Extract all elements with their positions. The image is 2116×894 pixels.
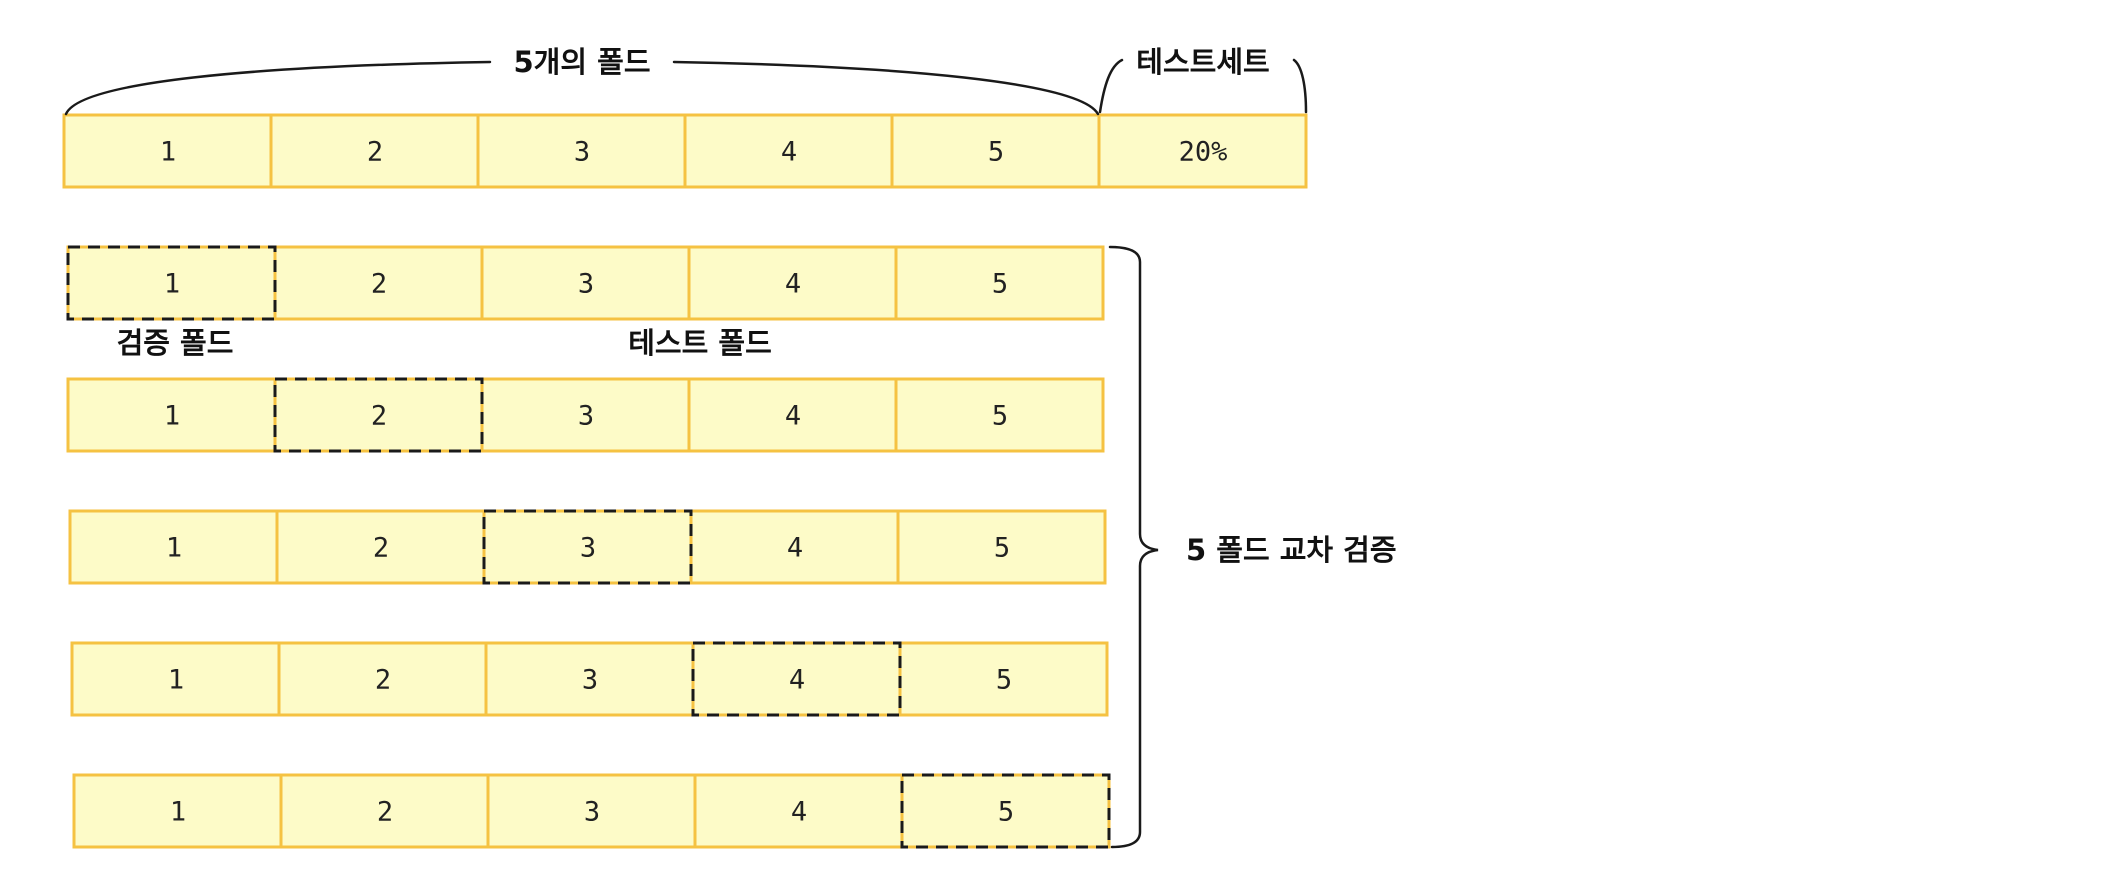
row-2-label-2: 2 <box>371 401 387 432</box>
test-brace-left <box>1098 58 1124 114</box>
row-3-cell-2 <box>275 509 486 585</box>
row-3-label-3: 3 <box>580 533 596 564</box>
cv-label: 5 폴드 교차 검증 <box>1186 533 1397 567</box>
row-3-label-5: 5 <box>994 533 1010 564</box>
test-fold-label: 테스트 폴드 <box>628 326 772 360</box>
row-4-cell-4 <box>691 641 902 717</box>
row-3-cell-5 <box>896 509 1107 585</box>
row-4-label-3: 3 <box>582 665 598 696</box>
row-3-validation-box <box>482 509 693 585</box>
row-2-cell-3 <box>480 377 691 453</box>
row-2-label-5: 5 <box>992 401 1008 432</box>
top-test-label: 20% <box>1179 137 1228 168</box>
row-4-label-5: 5 <box>996 665 1012 696</box>
folds-brace-left <box>64 60 492 116</box>
row-4-cell-1 <box>70 641 281 717</box>
row-5-label-1: 1 <box>170 797 186 828</box>
top-fold-cell-5 <box>890 113 1101 189</box>
row-2-label-1: 1 <box>164 401 180 432</box>
test-label: 테스트세트 <box>1136 45 1269 79</box>
folds-brace-right <box>672 60 1100 116</box>
top-fold-cell-3 <box>476 113 687 189</box>
row-1-label-5: 5 <box>992 269 1008 300</box>
row-1-label-2: 2 <box>371 269 387 300</box>
top-fold-label-3: 3 <box>574 137 590 168</box>
row-2-label-4: 4 <box>785 401 801 432</box>
row-1-cell-3 <box>480 245 691 321</box>
row-4-cell-3 <box>484 641 695 717</box>
row-5-label-4: 4 <box>791 797 807 828</box>
cv-row-4: 1 2 3 4 5 <box>70 641 1109 717</box>
top-test-cell <box>1097 113 1308 189</box>
row-4-validation-box <box>691 641 902 717</box>
row-3-label-1: 1 <box>166 533 182 564</box>
row-2-label-3: 3 <box>578 401 594 432</box>
row-2-cell-5 <box>894 377 1105 453</box>
row-5-label-5: 5 <box>998 797 1014 828</box>
row-2-validation-box <box>273 377 484 453</box>
top-braces: 5개의 폴드 테스트세트 <box>64 45 1308 116</box>
row-4-label-4: 4 <box>789 665 805 696</box>
row-5-cell-2 <box>279 773 490 849</box>
top-fold-label-1: 1 <box>160 137 176 168</box>
row-4-label-2: 2 <box>375 665 391 696</box>
row-1-label-4: 4 <box>785 269 801 300</box>
top-fold-label-2: 2 <box>367 137 383 168</box>
folds-label: 5개의 폴드 <box>514 45 651 79</box>
row-4-label-1: 1 <box>168 665 184 696</box>
row-1-label-1: 1 <box>164 269 180 300</box>
row-3-label-4: 4 <box>787 533 803 564</box>
row-3-label-2: 2 <box>373 533 389 564</box>
row-1-cell-5 <box>894 245 1105 321</box>
top-fold-label-4: 4 <box>781 137 797 168</box>
row-1-validation-box <box>66 245 277 321</box>
row-5-label-2: 2 <box>377 797 393 828</box>
row-5-label-3: 3 <box>584 797 600 828</box>
row-1-cell-2 <box>273 245 484 321</box>
row-2-cell-1 <box>66 377 277 453</box>
test-brace-right <box>1292 58 1308 114</box>
cv-row-1: 1 2 3 4 5 <box>66 245 1105 321</box>
cv-brace: 5 폴드 교차 검증 <box>1108 245 1397 849</box>
row-5-cell-1 <box>72 773 283 849</box>
cv-row-2: 1 2 3 4 5 <box>66 377 1105 453</box>
cv-row-3: 1 2 3 4 5 <box>68 509 1107 585</box>
row-5-cell-3 <box>486 773 697 849</box>
row-1-cell-4 <box>687 245 898 321</box>
top-bar: 1 2 3 4 5 20% <box>62 113 1308 189</box>
cv-right-brace <box>1108 245 1159 849</box>
top-fold-cell-2 <box>269 113 480 189</box>
row-3-cell-1 <box>68 509 279 585</box>
top-fold-label-5: 5 <box>988 137 1004 168</box>
row-5-validation-box <box>900 773 1111 849</box>
cv-row-5: 1 2 3 4 5 <box>72 773 1111 849</box>
row-4-cell-5 <box>898 641 1109 717</box>
row-1-label-3: 3 <box>578 269 594 300</box>
validation-fold-label: 검증 폴드 <box>117 326 234 360</box>
top-fold-cell-1 <box>62 113 273 189</box>
